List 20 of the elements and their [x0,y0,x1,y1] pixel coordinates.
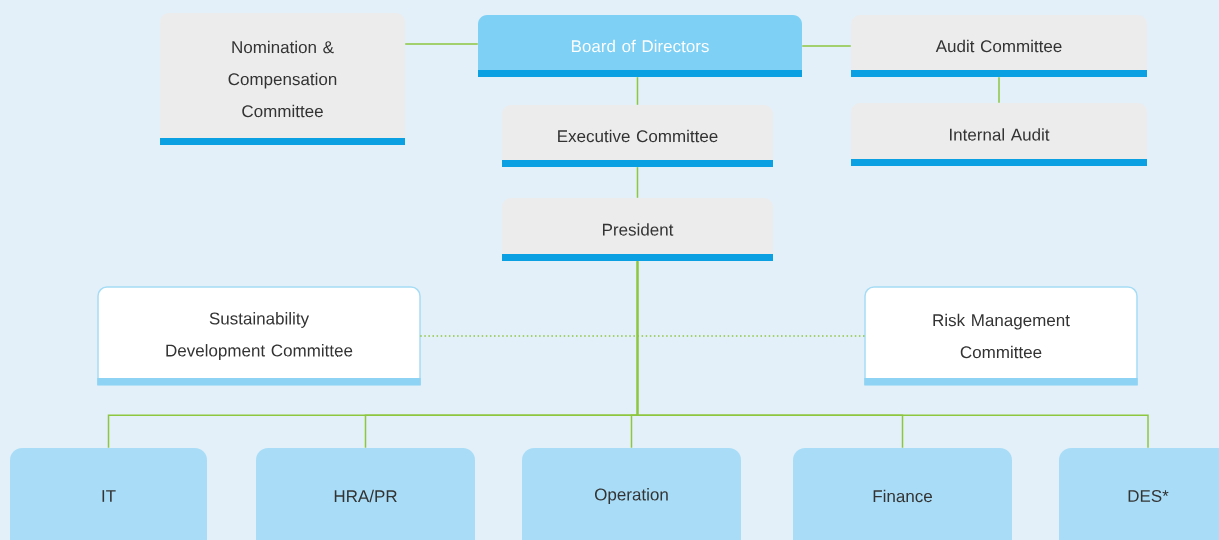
committee-box: Executive Committee [502,105,773,167]
connector-line [636,260,1149,449]
department-box: IT [10,448,207,540]
connector-line [998,76,1000,104]
connector-line [801,45,852,47]
committee-box: Internal Audit [851,103,1147,166]
connector-line [636,76,639,106]
connector-line [404,43,479,45]
department-box: Finance [793,448,1012,540]
committee-box: Risk Management Committee [864,286,1138,386]
committee-box: Nomination & Compensation Committee [160,13,405,145]
committee-box: President [502,198,773,261]
department-box: DES* [1059,448,1219,540]
committee-box: Sustainability Development Committee [97,286,421,386]
connector-line [419,335,866,337]
connector-line [636,166,639,199]
department-box: Operation [522,448,741,540]
committee-box: Audit Committee [851,15,1147,77]
board-box: Board of Directors [478,15,802,77]
department-box: HRA/PR [256,448,475,540]
